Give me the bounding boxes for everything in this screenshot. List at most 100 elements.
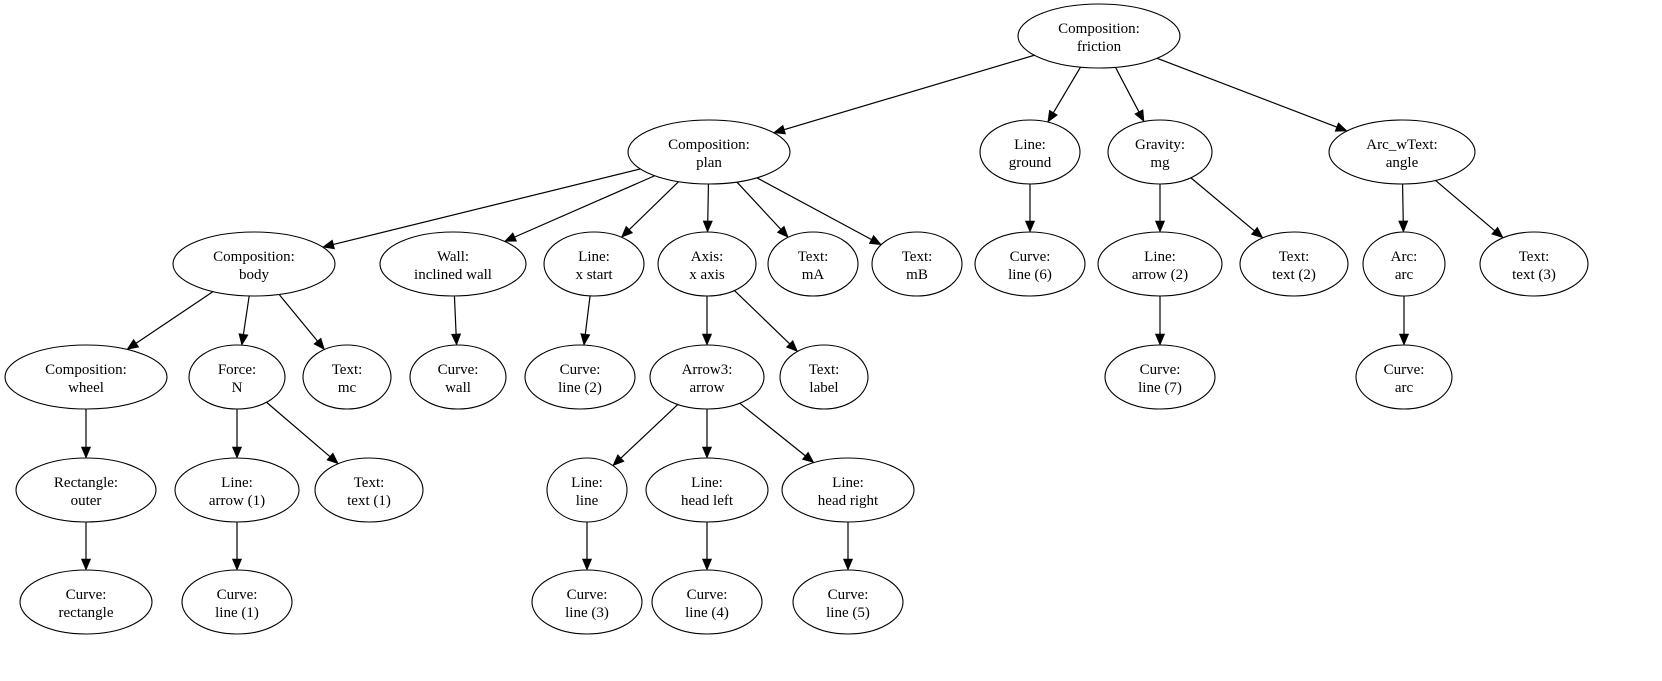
node-label-name: arrow (1)	[209, 493, 265, 509]
edge-line	[266, 401, 331, 457]
node-ellipse[interactable]	[627, 119, 791, 185]
node-ellipse[interactable]	[4, 344, 168, 410]
graph-node-text-text-2[interactable]: Text:text (2)	[1239, 231, 1349, 297]
node-ellipse[interactable]	[1239, 231, 1349, 297]
graph-node-text-mb[interactable]: Text:mB	[871, 231, 963, 297]
graph-node-line-line[interactable]: Line:line	[546, 457, 628, 523]
graph-node-curve-line-3[interactable]: Curve:line (3)	[531, 569, 643, 635]
node-ellipse[interactable]	[1017, 3, 1181, 69]
node-ellipse[interactable]	[314, 457, 424, 523]
graph-node-arc-arc-top[interactable]: Arc:arc	[1362, 231, 1446, 297]
node-label-name: N	[232, 380, 243, 396]
graph-node-curve-wall[interactable]: Curve:wall	[409, 344, 507, 410]
node-label-type: Line:	[691, 475, 723, 491]
node-ellipse[interactable]	[645, 457, 769, 523]
graph-node-line-ground[interactable]: Line:ground	[979, 119, 1081, 185]
node-label-type: Curve:	[567, 587, 608, 603]
node-ellipse[interactable]	[1355, 344, 1453, 410]
node-ellipse[interactable]	[781, 457, 915, 523]
graph-node-line-arrow-2[interactable]: Line:arrow (2)	[1097, 231, 1223, 297]
node-ellipse[interactable]	[979, 119, 1081, 185]
edge-arrowhead-icon	[620, 225, 634, 238]
node-ellipse[interactable]	[651, 569, 763, 635]
graph-edge	[1047, 66, 1081, 123]
node-ellipse[interactable]	[792, 569, 904, 635]
graph-node-curve-rectangle[interactable]: Curve:rectangle	[19, 569, 153, 635]
node-label-type: Arc_wText:	[1366, 137, 1437, 153]
node-ellipse[interactable]	[871, 231, 963, 297]
node-ellipse[interactable]	[524, 344, 636, 410]
graph-node-curve-arc[interactable]: Curve:arc	[1355, 344, 1453, 410]
node-ellipse[interactable]	[172, 231, 336, 297]
graph-node-rectangle-outer[interactable]: Rectangle:outer	[15, 457, 157, 523]
node-ellipse[interactable]	[302, 344, 392, 410]
node-label-name: line (4)	[685, 605, 729, 621]
graph-edge	[734, 290, 799, 352]
node-ellipse[interactable]	[546, 457, 628, 523]
graph-node-composition-body[interactable]: Composition:body	[172, 231, 336, 297]
node-ellipse[interactable]	[649, 344, 765, 410]
node-label-name: friction	[1077, 39, 1122, 55]
node-ellipse[interactable]	[543, 231, 645, 297]
node-label-type: Curve:	[687, 587, 728, 603]
graph-node-text-text-1[interactable]: Text:text (1)	[314, 457, 424, 523]
graph-edge	[80, 522, 92, 571]
node-label-type: Curve:	[217, 587, 258, 603]
graph-node-arc-wtext-angle[interactable]: Arc_wText:angle	[1328, 119, 1476, 185]
node-ellipse[interactable]	[409, 344, 507, 410]
graph-edge	[126, 291, 214, 350]
node-ellipse[interactable]	[974, 231, 1086, 297]
graph-node-composition-wheel[interactable]: Composition:wheel	[4, 344, 168, 410]
graph-node-curve-line-6[interactable]: Curve:line (6)	[974, 231, 1086, 297]
graph-node-curve-line-1[interactable]: Curve:line (1)	[181, 569, 293, 635]
node-ellipse[interactable]	[181, 569, 293, 635]
graph-node-line-arrow-1[interactable]: Line:arrow (1)	[174, 457, 300, 523]
node-ellipse[interactable]	[531, 569, 643, 635]
node-ellipse[interactable]	[1479, 231, 1589, 297]
node-label-type: Text:	[1519, 249, 1550, 265]
graph-node-curve-line-5[interactable]: Curve:line (5)	[792, 569, 904, 635]
graph-node-force-n[interactable]: Force:N	[188, 344, 286, 410]
graph-node-text-text-3[interactable]: Text:text (3)	[1479, 231, 1589, 297]
graph-node-composition-plan[interactable]: Composition:plan	[627, 119, 791, 185]
graph-node-curve-line-4[interactable]: Curve: line (4)	[651, 569, 763, 635]
node-ellipse[interactable]	[779, 344, 869, 410]
node-ellipse[interactable]	[15, 457, 157, 523]
graph-node-arrow3-arrow[interactable]: Arrow3:arrow	[649, 344, 765, 410]
node-label-type: Arrow3:	[682, 362, 733, 378]
edge-line	[453, 295, 457, 335]
node-ellipse[interactable]	[657, 231, 757, 297]
graph-node-line-head-right[interactable]: Line:head right	[781, 457, 915, 523]
node-label-type: Composition:	[45, 362, 127, 378]
graph-edge	[80, 409, 92, 459]
node-ellipse[interactable]	[1107, 119, 1213, 185]
graph-node-curve-line-7[interactable]: Curve:line (7)	[1104, 344, 1216, 410]
node-ellipse[interactable]	[1097, 231, 1223, 297]
node-ellipse[interactable]	[19, 569, 153, 635]
node-ellipse[interactable]	[767, 231, 859, 297]
graph-node-text-ma[interactable]: Text:mA	[767, 231, 859, 297]
graph-node-curve-line-2[interactable]: Curve:line (2)	[524, 344, 636, 410]
graph-node-axis-x-axis[interactable]: Axis:x axis	[657, 231, 757, 297]
graph-node-line-head-left[interactable]: Line:head left	[645, 457, 769, 523]
edge-arrowhead-icon	[1154, 220, 1166, 233]
graph-node-composition-friction[interactable]: Composition:friction	[1017, 3, 1181, 69]
graph-node-text-mc[interactable]: Text:mc	[302, 344, 392, 410]
graph-node-text-label[interactable]: Text:label	[779, 344, 869, 410]
edge-line	[278, 294, 318, 342]
node-ellipse[interactable]	[379, 231, 527, 297]
graph-edge	[739, 402, 815, 464]
graph-edge	[702, 183, 713, 233]
node-ellipse[interactable]	[1362, 231, 1446, 297]
graph-node-gravity-mg[interactable]: Gravity:mg	[1107, 119, 1213, 185]
node-ellipse[interactable]	[188, 344, 286, 410]
node-ellipse[interactable]	[1104, 344, 1216, 410]
edge-line	[756, 177, 872, 240]
node-ellipse[interactable]	[174, 457, 300, 523]
node-label-name: label	[809, 380, 838, 396]
graph-node-wall-inclined[interactable]: Wall:inclined wall	[379, 231, 527, 297]
node-label-type: Text:	[1279, 249, 1310, 265]
node-ellipse[interactable]	[1328, 119, 1476, 185]
node-label-type: Line:	[832, 475, 864, 491]
graph-node-line-x-start[interactable]: Line:x start	[543, 231, 645, 297]
